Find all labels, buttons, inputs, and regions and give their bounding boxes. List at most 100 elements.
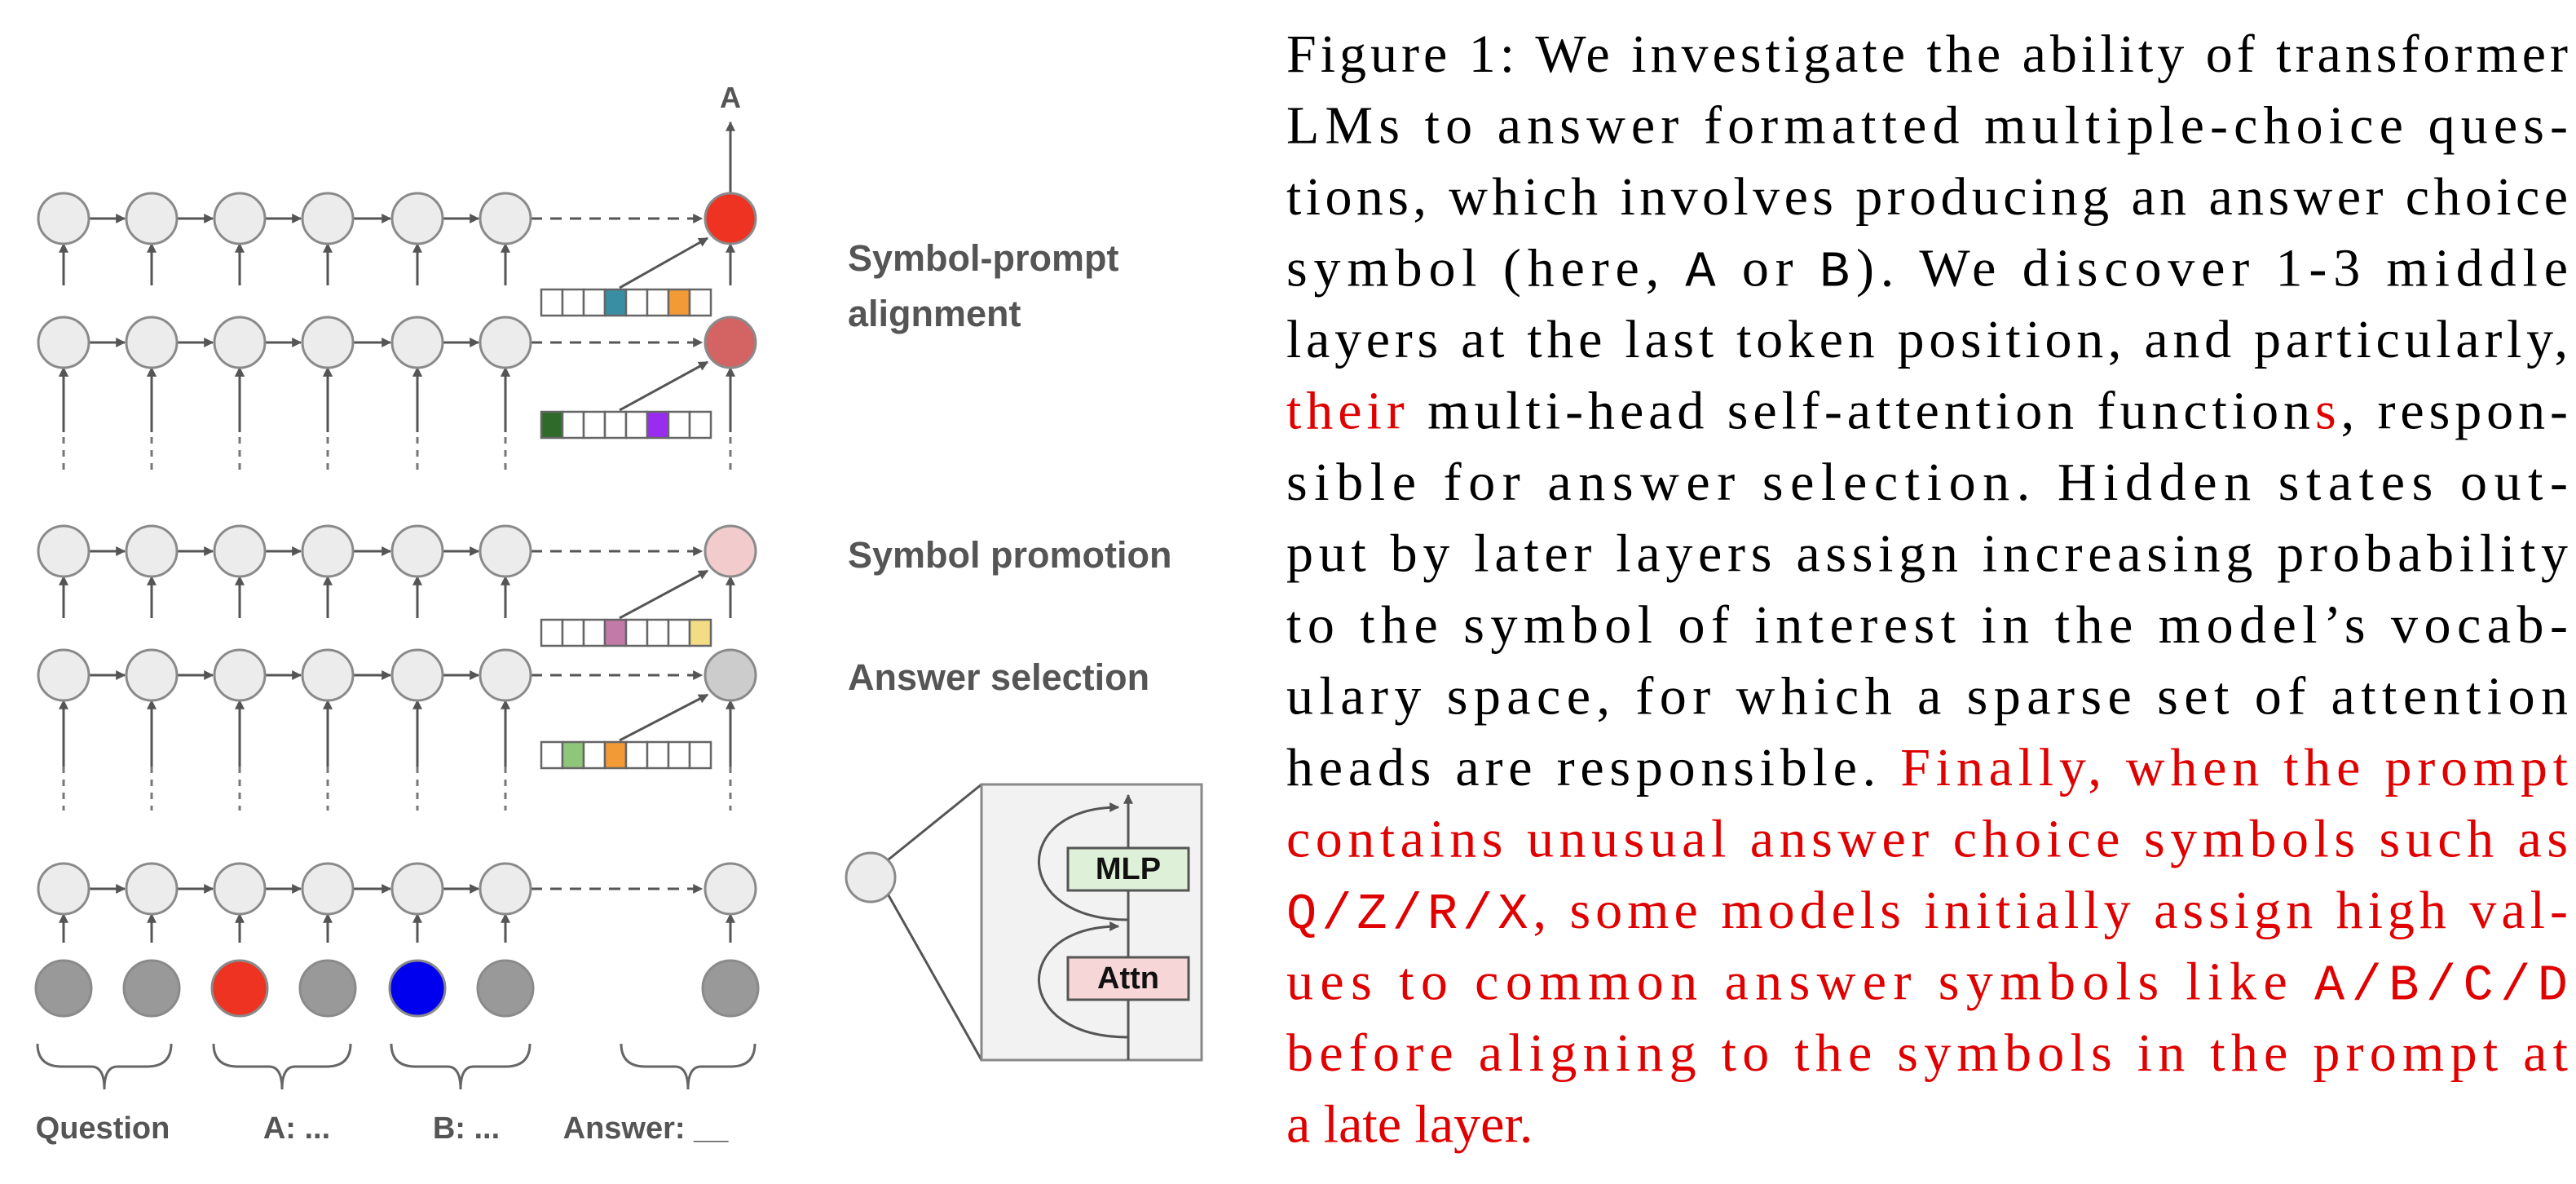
zoom-line bbox=[887, 895, 983, 1061]
label-answer-selection: Answer selection bbox=[848, 656, 1149, 698]
block-mlp-label: MLP bbox=[1096, 852, 1161, 886]
hidden-state-node bbox=[213, 524, 267, 578]
caption-line: their multi-head self-attention function… bbox=[1286, 382, 2568, 441]
attention-vector-cell bbox=[561, 618, 585, 647]
label-symbol-prompt-line2: alignment bbox=[848, 293, 1021, 334]
caption-segment: put by later layers assign increasing pr… bbox=[1286, 524, 2568, 584]
caption-segment: A/B/C/D bbox=[2314, 957, 2568, 1015]
bottom-label-answer: Answer: __ bbox=[563, 1111, 730, 1146]
attention-vector-cell bbox=[646, 740, 670, 770]
attention-vector-cell bbox=[688, 288, 712, 317]
caption-segment: multi-head self-attention function bbox=[1409, 382, 2310, 441]
caption-line: layers at the last token position, and p… bbox=[1286, 310, 2568, 369]
attention-vector-cell bbox=[561, 288, 585, 317]
caption-segment: A bbox=[1685, 244, 1716, 302]
attention-vector-cell bbox=[667, 288, 691, 317]
hidden-state-node bbox=[213, 862, 267, 916]
attention-arrow bbox=[619, 693, 709, 742]
caption-segment: , some models initially assign high val- bbox=[1533, 881, 2568, 940]
attention-vector-cell bbox=[624, 410, 649, 440]
attention-vector-cell bbox=[667, 410, 691, 440]
hidden-state-node bbox=[301, 316, 355, 369]
attn-skip-arrow bbox=[1038, 921, 1129, 1039]
bottom-label-choice-a: A: ... bbox=[263, 1111, 330, 1146]
attention-vector-cell bbox=[688, 410, 712, 440]
hidden-state-node bbox=[125, 524, 179, 578]
last-token-node bbox=[704, 648, 757, 702]
attention-vector-cell bbox=[540, 410, 564, 440]
attention-vector-cell bbox=[540, 740, 564, 770]
label-symbol-prompt-line1: Symbol-prompt bbox=[848, 237, 1119, 279]
bottom-label-question: Question bbox=[36, 1111, 170, 1146]
brace-answer bbox=[620, 1043, 756, 1090]
caption-segment: tions, which involves producing an answe… bbox=[1286, 167, 2568, 227]
last-token-node bbox=[704, 862, 757, 916]
attention-arrow bbox=[619, 569, 709, 620]
hidden-state-node bbox=[125, 648, 179, 702]
hidden-state-node bbox=[301, 648, 355, 702]
hidden-state-node bbox=[390, 192, 444, 245]
mlp-box bbox=[1066, 846, 1190, 892]
input-token-node bbox=[34, 959, 93, 1018]
caption-segment: to the symbol of interest in the model’s… bbox=[1286, 595, 2568, 655]
brace-question bbox=[36, 1043, 173, 1090]
attention-vector-cell bbox=[582, 740, 607, 770]
attention-vector-cell bbox=[603, 618, 628, 647]
attention-arrow bbox=[619, 236, 709, 289]
attention-vector-cell bbox=[540, 288, 564, 317]
hidden-state-node bbox=[125, 316, 179, 369]
attention-vector-cell bbox=[646, 410, 670, 440]
input-token-node bbox=[122, 959, 181, 1018]
caption-line: put by later layers assign increasing pr… bbox=[1286, 524, 2568, 584]
caption-line: ues to common answer symbols like A/B/C/… bbox=[1286, 952, 2568, 1015]
caption-segment: ). We discover 1-3 middle bbox=[1856, 239, 2568, 298]
bottom-label-choice-b: B: ... bbox=[433, 1111, 500, 1146]
caption-line: sible for answer selection. Hidden state… bbox=[1286, 453, 2568, 512]
hidden-state-node bbox=[37, 524, 90, 578]
caption-line: heads are responsible. Finally, when the… bbox=[1286, 738, 2568, 797]
caption-segment: ues to common answer symbols like bbox=[1286, 952, 2308, 1012]
caption-line: symbol (here, A or B). We discover 1-3 m… bbox=[1286, 239, 2568, 302]
caption-segment: their bbox=[1286, 382, 1405, 441]
caption-segment: layers at the last token position, and p… bbox=[1286, 310, 2568, 369]
caption-line: before aligning to the symbols in the pr… bbox=[1286, 1023, 2568, 1083]
caption-line: to the symbol of interest in the model’s… bbox=[1286, 595, 2568, 655]
attention-vector-cell bbox=[603, 740, 628, 770]
caption-segment: Figure 1: We investigate the ability of … bbox=[1286, 24, 2568, 84]
attention-vector-cell bbox=[561, 740, 585, 770]
caption-segment: LMs to answer formatted multiple-choice … bbox=[1286, 96, 2568, 156]
attention-vector-cell bbox=[646, 618, 670, 647]
hidden-state-node bbox=[125, 862, 179, 916]
hidden-state-node bbox=[390, 316, 444, 369]
last-token-node bbox=[704, 316, 757, 369]
attention-vector-cell bbox=[667, 618, 691, 647]
input-token-node bbox=[388, 959, 447, 1018]
attention-vector-cell bbox=[603, 410, 628, 440]
last-token-node bbox=[704, 524, 757, 578]
hidden-state-node bbox=[125, 192, 179, 245]
hidden-state-node bbox=[213, 192, 267, 245]
input-token-node bbox=[476, 959, 535, 1018]
caption-segment: Q/Z/R/X bbox=[1286, 886, 1528, 943]
caption-segment: contains unusual answer choice symbols s… bbox=[1286, 810, 2568, 869]
caption-segment: Finally, when the prompt bbox=[1900, 738, 2568, 797]
attention-vector-cell bbox=[624, 288, 649, 317]
zoom-source-node bbox=[845, 851, 897, 903]
last-token-node bbox=[704, 192, 757, 245]
hidden-state-node bbox=[37, 192, 90, 245]
hidden-state-node bbox=[37, 862, 90, 916]
diagram bbox=[34, 121, 1203, 1090]
caption-segment: a late layer. bbox=[1286, 1095, 1533, 1155]
attention-vector-cell bbox=[582, 410, 607, 440]
hidden-state-node bbox=[37, 648, 90, 702]
attention-vector-cell bbox=[688, 740, 712, 770]
caption-segment: or bbox=[1722, 239, 1813, 298]
caption-segment: before aligning to the symbols in the pr… bbox=[1286, 1023, 2568, 1083]
attention-vector-cell bbox=[688, 618, 712, 647]
hidden-state-node bbox=[301, 862, 355, 916]
input-token-node bbox=[701, 959, 760, 1018]
caption-segment: , respon- bbox=[2341, 382, 2568, 441]
attention-vector-cell bbox=[540, 618, 564, 647]
hidden-state-node bbox=[301, 192, 355, 245]
